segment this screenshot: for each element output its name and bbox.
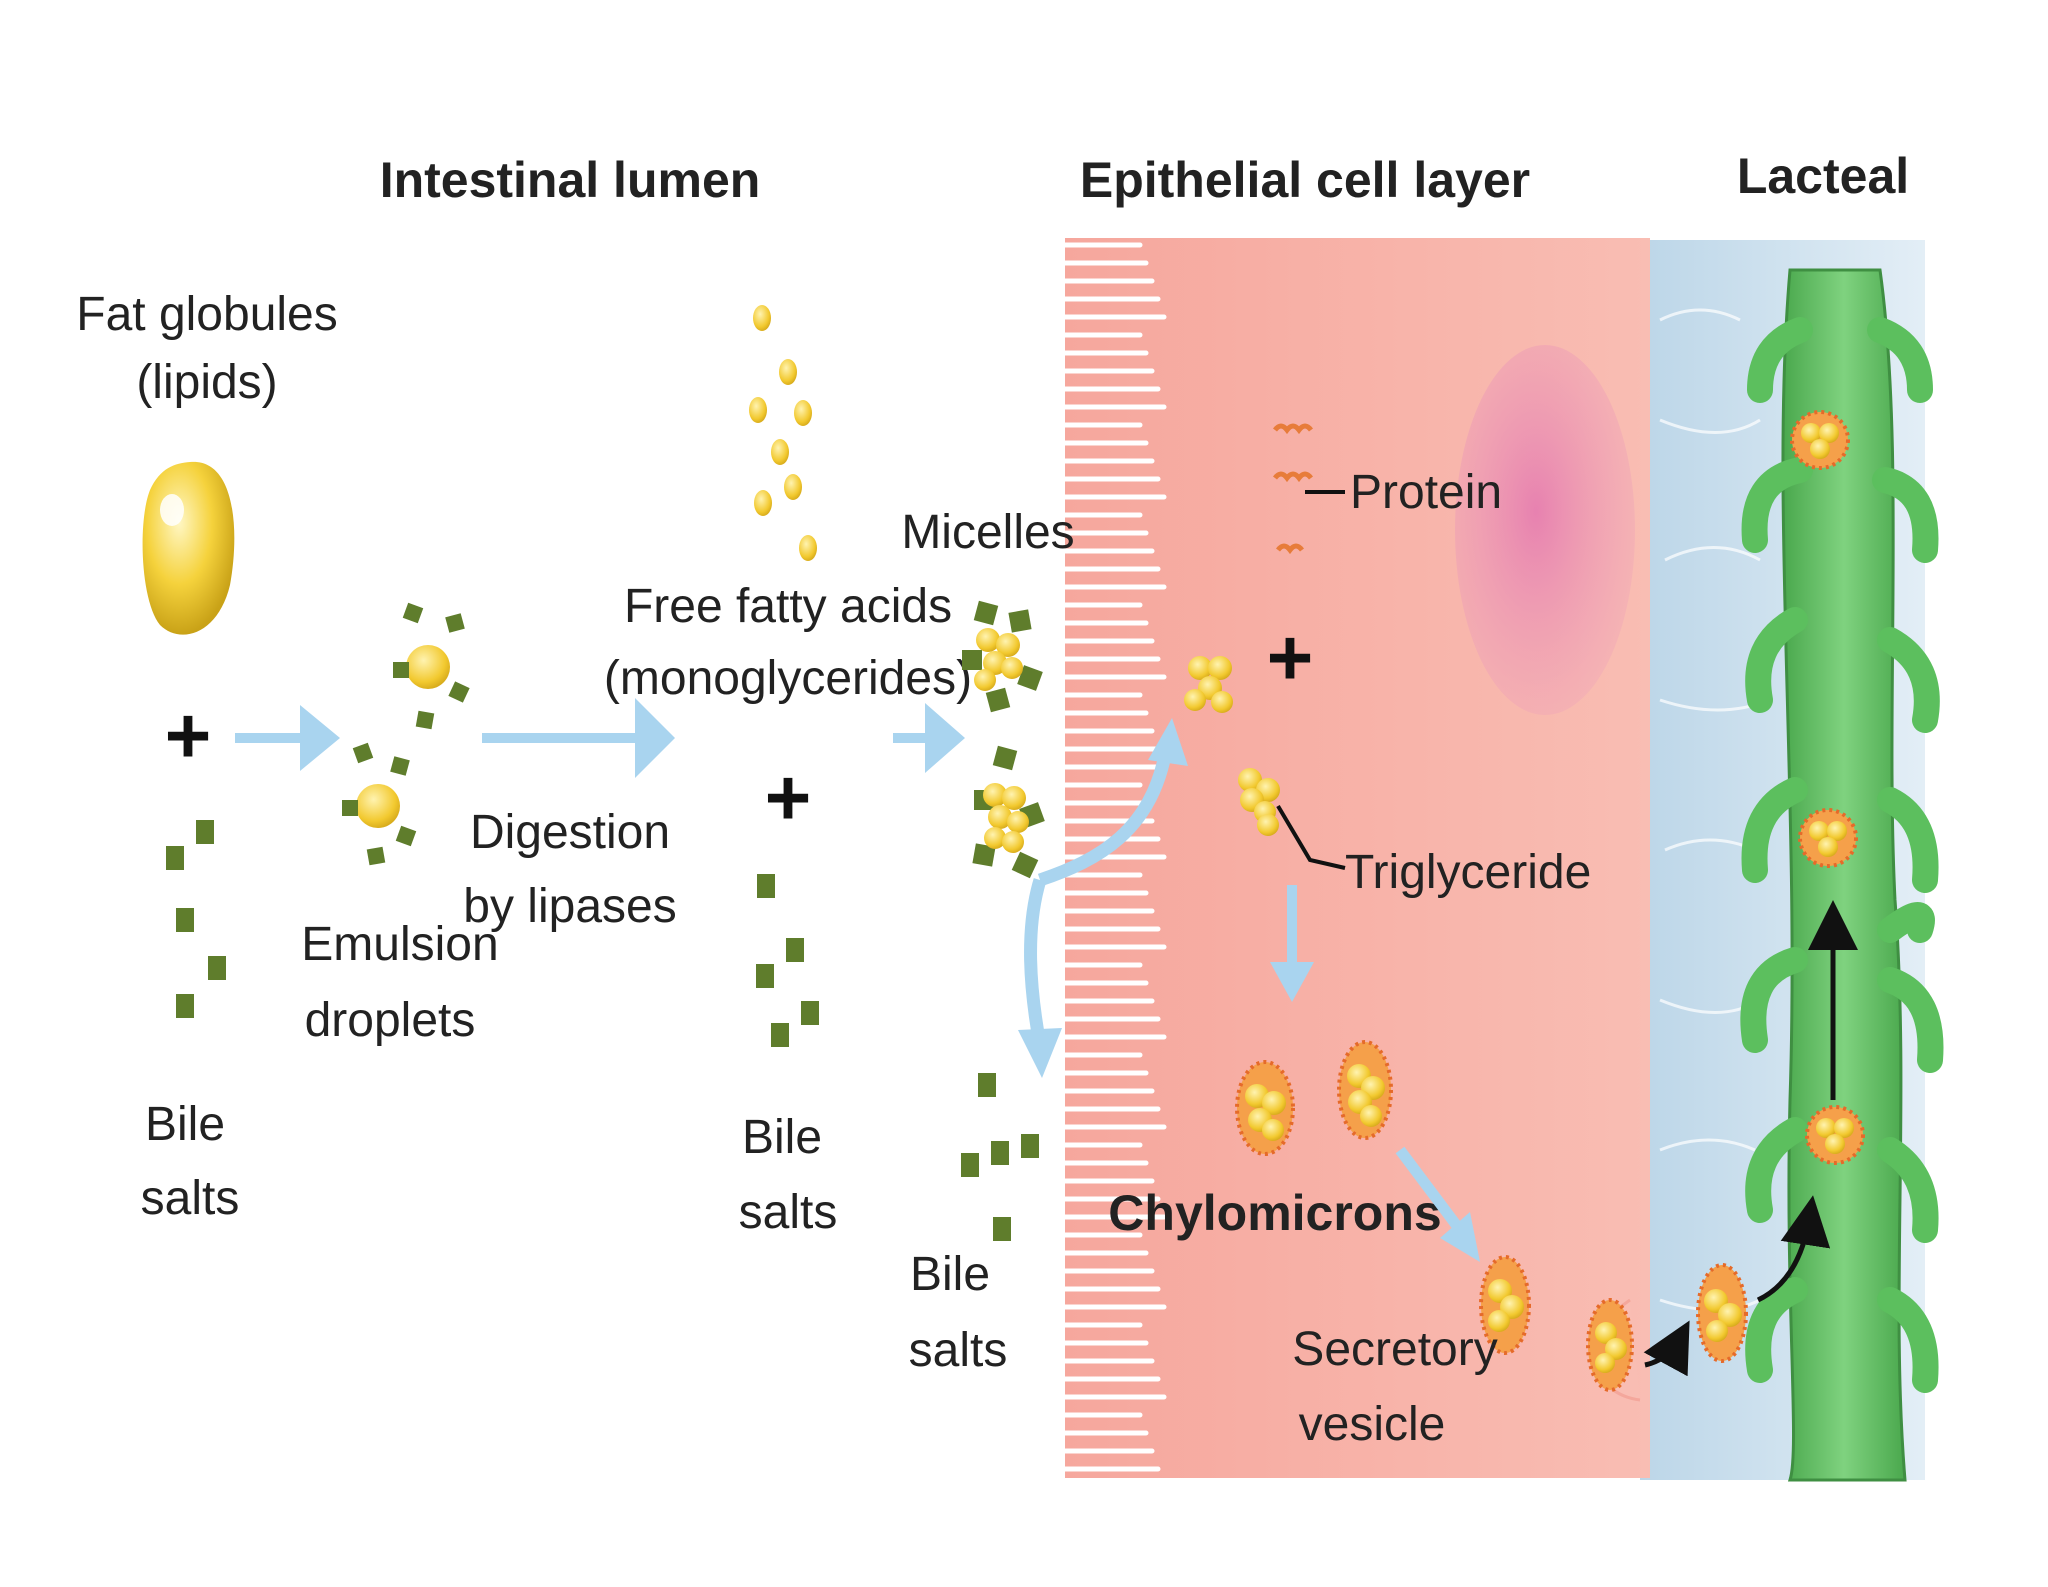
flow-arrow-to-vesicle	[1395, 1146, 1465, 1234]
label-secretory-vesicle-1: Secretory	[1292, 1323, 1497, 1376]
microvilli-brush-border	[1062, 242, 1167, 1472]
label-emulsion-1: Emulsion	[301, 918, 498, 971]
label-bile-salts-1a: Bile	[145, 1098, 225, 1151]
bile-salts-group-2	[756, 874, 819, 1047]
arrow-exocytosis	[1643, 1320, 1690, 1377]
arrow-into-lacteal	[1756, 1195, 1831, 1303]
label-bile-salts-3a: Bile	[910, 1248, 990, 1301]
flow-arrow-bile-release	[1024, 878, 1047, 1047]
label-digestion-2: by lipases	[463, 880, 676, 933]
protein-chains	[1273, 423, 1313, 555]
plus-sign-2: +	[765, 753, 812, 842]
exocytosed-chylomicrons	[1586, 1263, 1748, 1392]
header-epithelial-cell-layer: Epithelial cell layer	[1080, 152, 1530, 208]
label-free-fatty-acids-1: Free fatty acids	[624, 580, 952, 633]
plus-sign-1: +	[165, 691, 212, 780]
flow-arrow-3	[893, 703, 965, 773]
fatty-acid-cluster-in-cell	[1184, 656, 1233, 713]
micelle-2	[972, 745, 1045, 879]
label-bile-salts-3b: salts	[909, 1324, 1008, 1377]
micelle-1	[962, 600, 1043, 713]
label-chylomicrons: Chylomicrons	[1108, 1185, 1441, 1241]
label-emulsion-2: droplets	[305, 994, 476, 1047]
label-digestion-1: Digestion	[470, 806, 670, 859]
bile-salts-group-3	[961, 1073, 1039, 1241]
secretory-vesicle	[1479, 1255, 1531, 1355]
flow-arrow-1	[235, 705, 340, 771]
label-free-fatty-acids-2: (monoglycerides)	[604, 652, 972, 705]
label-fat-globules-1: Fat globules	[76, 288, 338, 341]
label-bile-salts-2b: salts	[739, 1186, 838, 1239]
header-lacteal: Lacteal	[1737, 148, 1909, 204]
emulsion-droplet-2	[342, 742, 417, 866]
label-bile-salts-2a: Bile	[742, 1111, 822, 1164]
fat-globule	[142, 461, 235, 635]
label-secretory-vesicle-2: vesicle	[1299, 1398, 1446, 1451]
triglyceride-cluster	[1238, 768, 1280, 836]
header-intestinal-lumen: Intestinal lumen	[380, 152, 761, 208]
label-triglyceride: Triglyceride	[1345, 846, 1591, 899]
label-fat-globules-2: (lipids)	[136, 356, 277, 409]
label-protein: Protein	[1350, 466, 1502, 519]
label-micelles: Micelles	[901, 506, 1074, 559]
epithelial-cell	[1062, 238, 1650, 1478]
chylomicrons	[1235, 1040, 1393, 1156]
plus-sign-3: +	[1267, 613, 1314, 702]
emulsion-droplet-1	[393, 602, 470, 730]
flow-arrow-into-cell	[1037, 753, 1172, 887]
flow-arrow-2	[482, 698, 675, 778]
lacteal-vessel	[1740, 268, 1944, 1482]
free-fatty-acid-dots	[749, 305, 817, 561]
nucleus	[1455, 345, 1635, 715]
bile-salts-group-1	[166, 820, 226, 1018]
label-bile-salts-1b: salts	[141, 1172, 240, 1225]
